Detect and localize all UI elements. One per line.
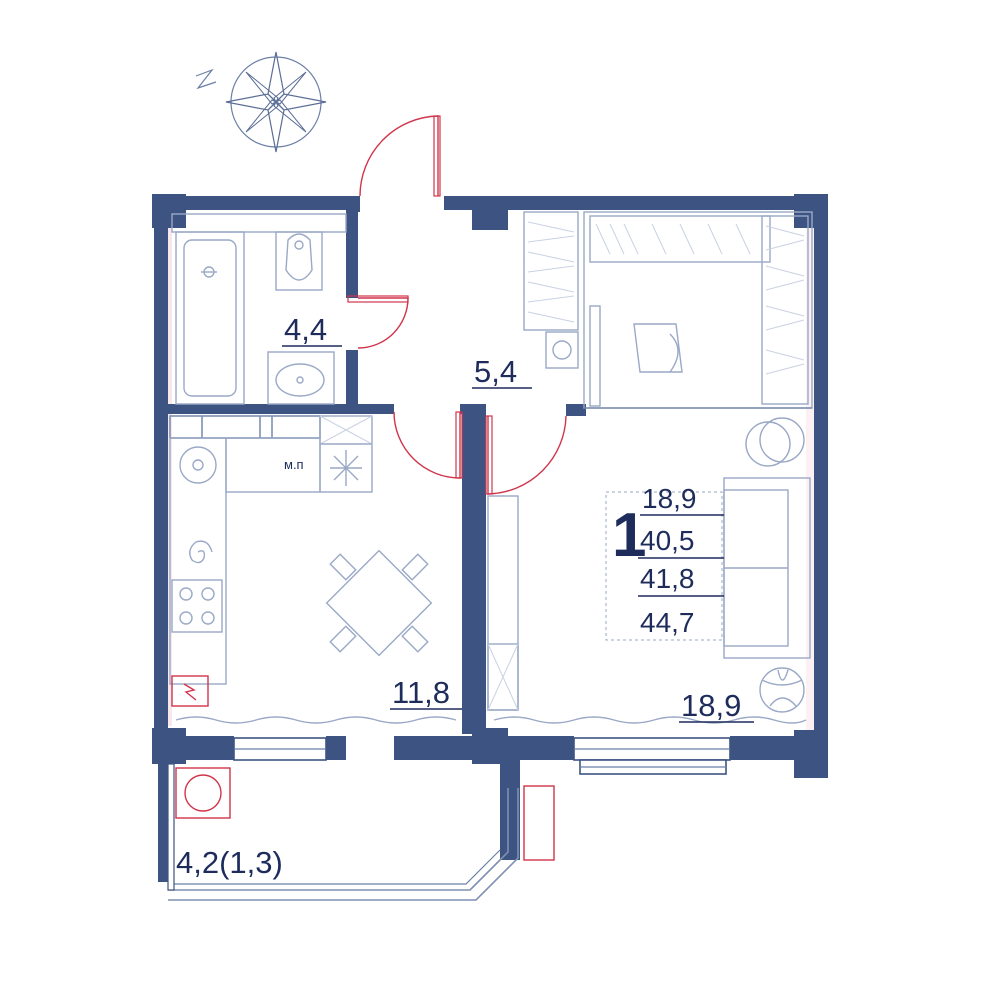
kitchen-marker: м.п [284, 457, 304, 472]
summary-living-area: 18,9 [642, 483, 697, 514]
walls [152, 194, 828, 882]
toilet-icon [275, 231, 323, 291]
dining-table-icon [325, 549, 433, 657]
hallway-area: 5,4 [474, 354, 517, 389]
ac-unit-icon [175, 767, 231, 819]
washing-machine-icon [545, 331, 579, 369]
living-wardrobe [583, 211, 813, 409]
round-table-icon [745, 417, 805, 467]
sofa-icon [723, 477, 811, 659]
cooktop-icon [171, 579, 223, 633]
bathtub-icon [175, 231, 245, 405]
summary-area-2: 40,5 [640, 525, 695, 556]
spiral-icon [189, 540, 213, 564]
plant-icon [759, 667, 805, 713]
kitchen-sink-icon [179, 446, 217, 484]
kitchen-door [393, 411, 463, 479]
kitchen-area: 11,8 [392, 675, 450, 710]
balcony-riser-icon [523, 785, 555, 861]
curtain-lines [175, 716, 807, 724]
balcony-area: 4,2(1,3) [176, 845, 283, 880]
entrance-door [359, 115, 441, 197]
living-room-door [485, 415, 567, 495]
compass-rose-icon [195, 51, 327, 153]
windows [233, 737, 731, 775]
summary-area-3: 41,8 [640, 563, 695, 594]
balcony [167, 763, 519, 901]
electric-panel-icon [171, 675, 209, 707]
shelf-wall [171, 213, 347, 233]
desk-chair-icon [633, 323, 683, 373]
hallway-wardrobe [523, 211, 579, 331]
bathroom-area: 4,4 [284, 312, 327, 347]
fridge-icon [319, 415, 373, 493]
sink-icon [267, 351, 335, 405]
bathroom-door [347, 295, 409, 349]
living-room-area: 18,9 [681, 688, 741, 723]
tv-cabinet [487, 495, 519, 711]
summary-total-area: 44,7 [640, 607, 695, 638]
